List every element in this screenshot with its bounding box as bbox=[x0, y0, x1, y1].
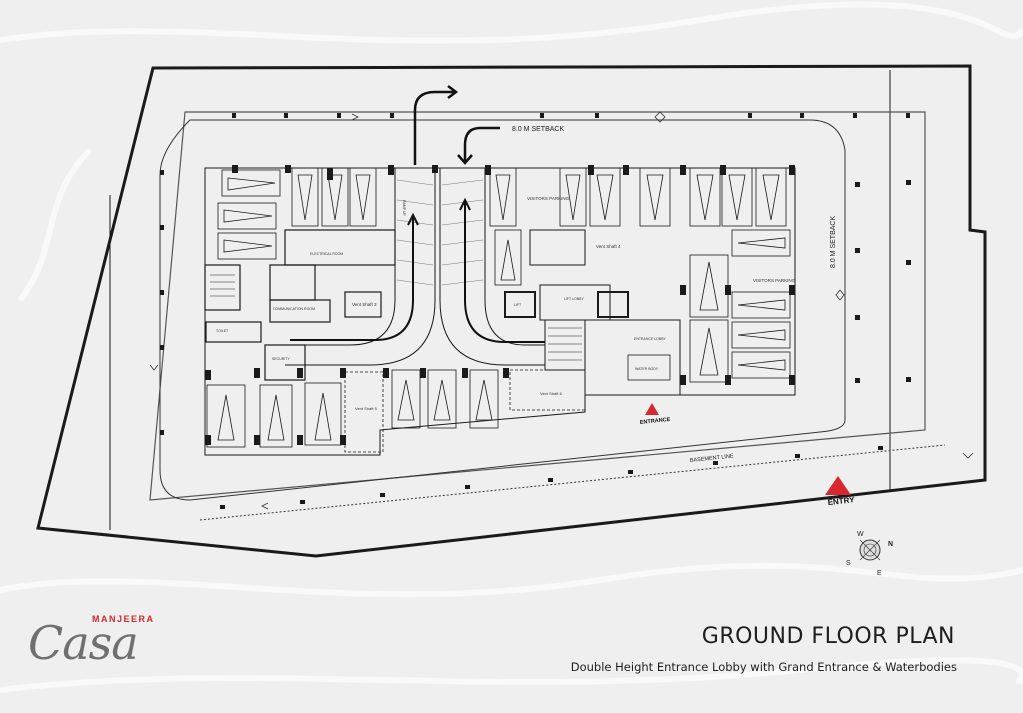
toilet-label: TOILET bbox=[216, 329, 229, 333]
entrance-label: ENTRANCE bbox=[640, 417, 671, 426]
site-boundary bbox=[36, 64, 987, 558]
parking-right bbox=[689, 229, 791, 383]
compass-n: N bbox=[888, 541, 893, 548]
stair-core-treads bbox=[548, 327, 582, 361]
ramp-left bbox=[285, 168, 396, 346]
traffic-arrows bbox=[290, 85, 545, 343]
visitors-parking-label-1: VISITORS PARKING bbox=[527, 196, 570, 201]
toilet-room bbox=[205, 321, 262, 343]
parking-center-top bbox=[489, 167, 787, 286]
setback-top-label: 8.0 M SETBACK bbox=[512, 126, 564, 133]
driveway-inner bbox=[159, 119, 846, 501]
stair-left bbox=[204, 264, 241, 311]
vent-shaft-6-label: Vent Shaft 6 bbox=[540, 391, 563, 396]
compass-s: S bbox=[846, 560, 851, 567]
basement-line bbox=[199, 444, 946, 521]
entrance-lobby-label: ENTRANCE LOBBY bbox=[634, 337, 667, 341]
brand-logo: Casa MANJEERA bbox=[28, 612, 158, 682]
lift-lobby bbox=[539, 284, 611, 321]
stair-core bbox=[544, 319, 586, 371]
page-title: GROUND FLOOR PLAN bbox=[701, 624, 955, 649]
logo-brand: MANJEERA bbox=[92, 614, 155, 624]
building bbox=[204, 165, 796, 456]
road-chevrons bbox=[149, 111, 974, 510]
ramp-hatching bbox=[396, 179, 484, 286]
vent-shaft-5-label: Vent Shaft 5 bbox=[355, 406, 378, 411]
lift-left bbox=[504, 291, 536, 318]
lift-right bbox=[597, 291, 629, 318]
lift-label: LIFT bbox=[514, 303, 522, 307]
basement-line-label: BASEMENT LINE bbox=[690, 453, 735, 464]
communication-room-label: COMMUNICATION ROOM bbox=[273, 307, 315, 311]
entry-marker bbox=[825, 476, 851, 495]
vent-shaft-6-box bbox=[509, 369, 586, 411]
setback-right-label: 8.0 M SETBACK bbox=[830, 216, 837, 268]
page-subtitle: Double Height Entrance Lobby with Grand … bbox=[570, 660, 957, 674]
entrance-marker bbox=[645, 403, 659, 415]
water-body-label: WATER BODY bbox=[635, 367, 659, 371]
stair-left-treads bbox=[210, 274, 235, 297]
water-body-box bbox=[627, 354, 671, 381]
vent-shaft-3-box bbox=[344, 291, 382, 318]
vent-shaft-4-label: Vent Shaft 4 bbox=[596, 244, 621, 249]
entrance-lobby-box bbox=[584, 319, 681, 396]
entry-label: ENTRY bbox=[827, 495, 855, 507]
lift-room bbox=[269, 264, 316, 301]
logo-name: Casa bbox=[28, 616, 139, 670]
boundary-posts bbox=[160, 113, 911, 509]
vent-shaft-3-label: Vent Shaft 3 bbox=[352, 302, 377, 307]
visitors-parking-label-2: VISITORS PARKING bbox=[753, 278, 796, 283]
columns bbox=[205, 165, 795, 445]
plan-labels: 8.0 M SETBACK 8.0 M SETBACK BASEMENT LIN… bbox=[216, 126, 856, 507]
security-label: SECURITY bbox=[272, 357, 290, 361]
ramp-right-inner bbox=[484, 168, 545, 346]
driveway-outer bbox=[149, 111, 926, 501]
compass: W N S E bbox=[846, 531, 893, 577]
parking-left-bottom bbox=[206, 369, 499, 453]
ramp-left-inner bbox=[285, 168, 436, 366]
compass-w: W bbox=[857, 531, 864, 538]
parking-left-top bbox=[217, 167, 377, 260]
vent-shaft-4-box bbox=[529, 229, 586, 266]
communication-room bbox=[269, 299, 331, 323]
electrical-room-label: ELECTRICAL ROOM bbox=[310, 252, 343, 256]
lift-lobby-label: LIFT LOBBY bbox=[564, 297, 584, 301]
compass-e: E bbox=[877, 570, 882, 577]
ramp-right bbox=[439, 168, 545, 366]
background-texture bbox=[0, 1, 1023, 693]
ramp-label: RAMP UP bbox=[402, 200, 406, 217]
electrical-room bbox=[284, 229, 396, 266]
